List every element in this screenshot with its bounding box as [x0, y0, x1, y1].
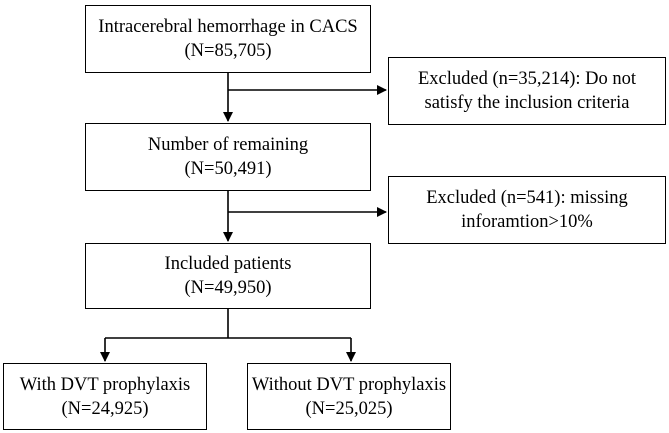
- without-dvt-box: Without DVT prophylaxis (N=25,025): [247, 363, 451, 430]
- with-dvt-box: With DVT prophylaxis (N=24,925): [3, 363, 207, 430]
- remaining-count: (N=50,491): [184, 159, 272, 179]
- exclusion-1-line-2: satisfy the inclusion criteria: [424, 93, 630, 113]
- exclusion-2-line-1: Excluded (n=541): missing: [426, 188, 628, 208]
- included-title: Included patients: [164, 254, 292, 274]
- without-dvt-title: Without DVT prophylaxis: [251, 374, 447, 395]
- exclusion-1-line-1: Excluded (n=35,214): Do not: [417, 69, 636, 89]
- with-dvt-count: (N=24,925): [61, 398, 149, 419]
- remaining-box: Number of remaining (N=50,491): [85, 123, 371, 191]
- without-dvt-count: (N=25,025): [305, 398, 393, 419]
- included-box: Included patients (N=49,950): [85, 243, 371, 309]
- exclusion-2-line-2: inforamtion>10%: [461, 212, 593, 232]
- with-dvt-title: With DVT prophylaxis: [19, 374, 191, 395]
- remaining-title: Number of remaining: [147, 135, 309, 155]
- exclusion-box-2: Excluded (n=541): missing inforamtion>10…: [388, 176, 666, 244]
- source-count: (N=85,705): [184, 41, 272, 61]
- source-box: Intracerebral hemorrhage in CACS (N=85,7…: [85, 5, 371, 73]
- included-count: (N=49,950): [184, 278, 272, 298]
- source-title: Intracerebral hemorrhage in CACS: [98, 17, 358, 37]
- exclusion-box-1: Excluded (n=35,214): Do not satisfy the …: [388, 57, 666, 125]
